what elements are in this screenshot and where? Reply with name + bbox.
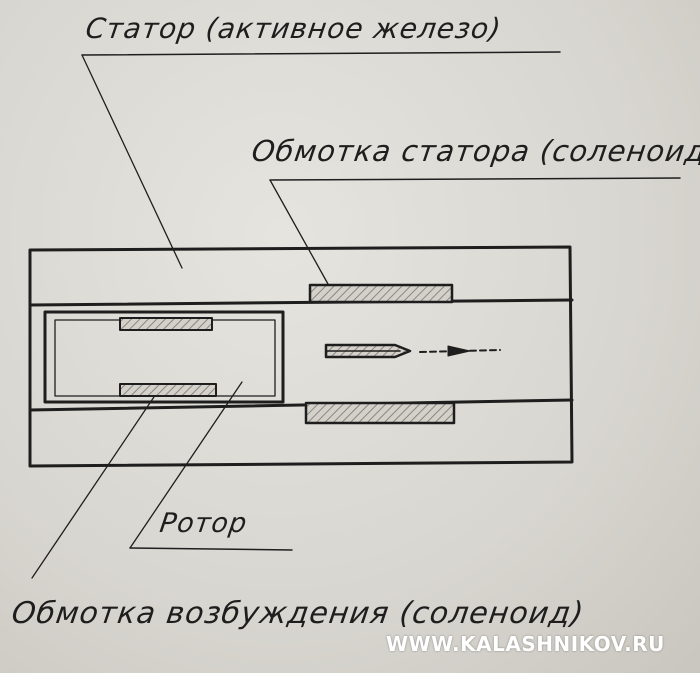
- stator-winding-leader-line: [269, 179, 329, 285]
- rotor-label: Ротор: [157, 508, 250, 539]
- stator-label-underline: [81, 51, 561, 56]
- stator-winding-label-underline: [269, 177, 681, 181]
- arrow-right-icon: [324, 343, 412, 359]
- watermark: WWW.KALASHNIKOV.RU: [386, 632, 665, 656]
- stator-label: Статор (активное железо): [83, 12, 504, 45]
- stator-bore-bottom: [28, 398, 574, 412]
- rotor-body: [43, 310, 285, 404]
- field-winding-label: Обмотка возбуждения (соленоид): [9, 596, 587, 631]
- stator-winding-bottom: [304, 401, 456, 425]
- stator-winding-label: Обмотка статора (соленоид): [249, 134, 700, 168]
- stator-leader-line: [81, 54, 183, 269]
- stator-winding-top: [308, 283, 454, 304]
- rotor-label-underline: [129, 547, 293, 551]
- field-winding-leader-line: [31, 387, 161, 579]
- arrow-right-icon: [419, 345, 501, 357]
- field-winding-bottom: [119, 383, 217, 397]
- field-winding-top: [119, 317, 213, 331]
- stator-bore-top: [28, 298, 574, 307]
- stator-outer-body: [28, 245, 574, 468]
